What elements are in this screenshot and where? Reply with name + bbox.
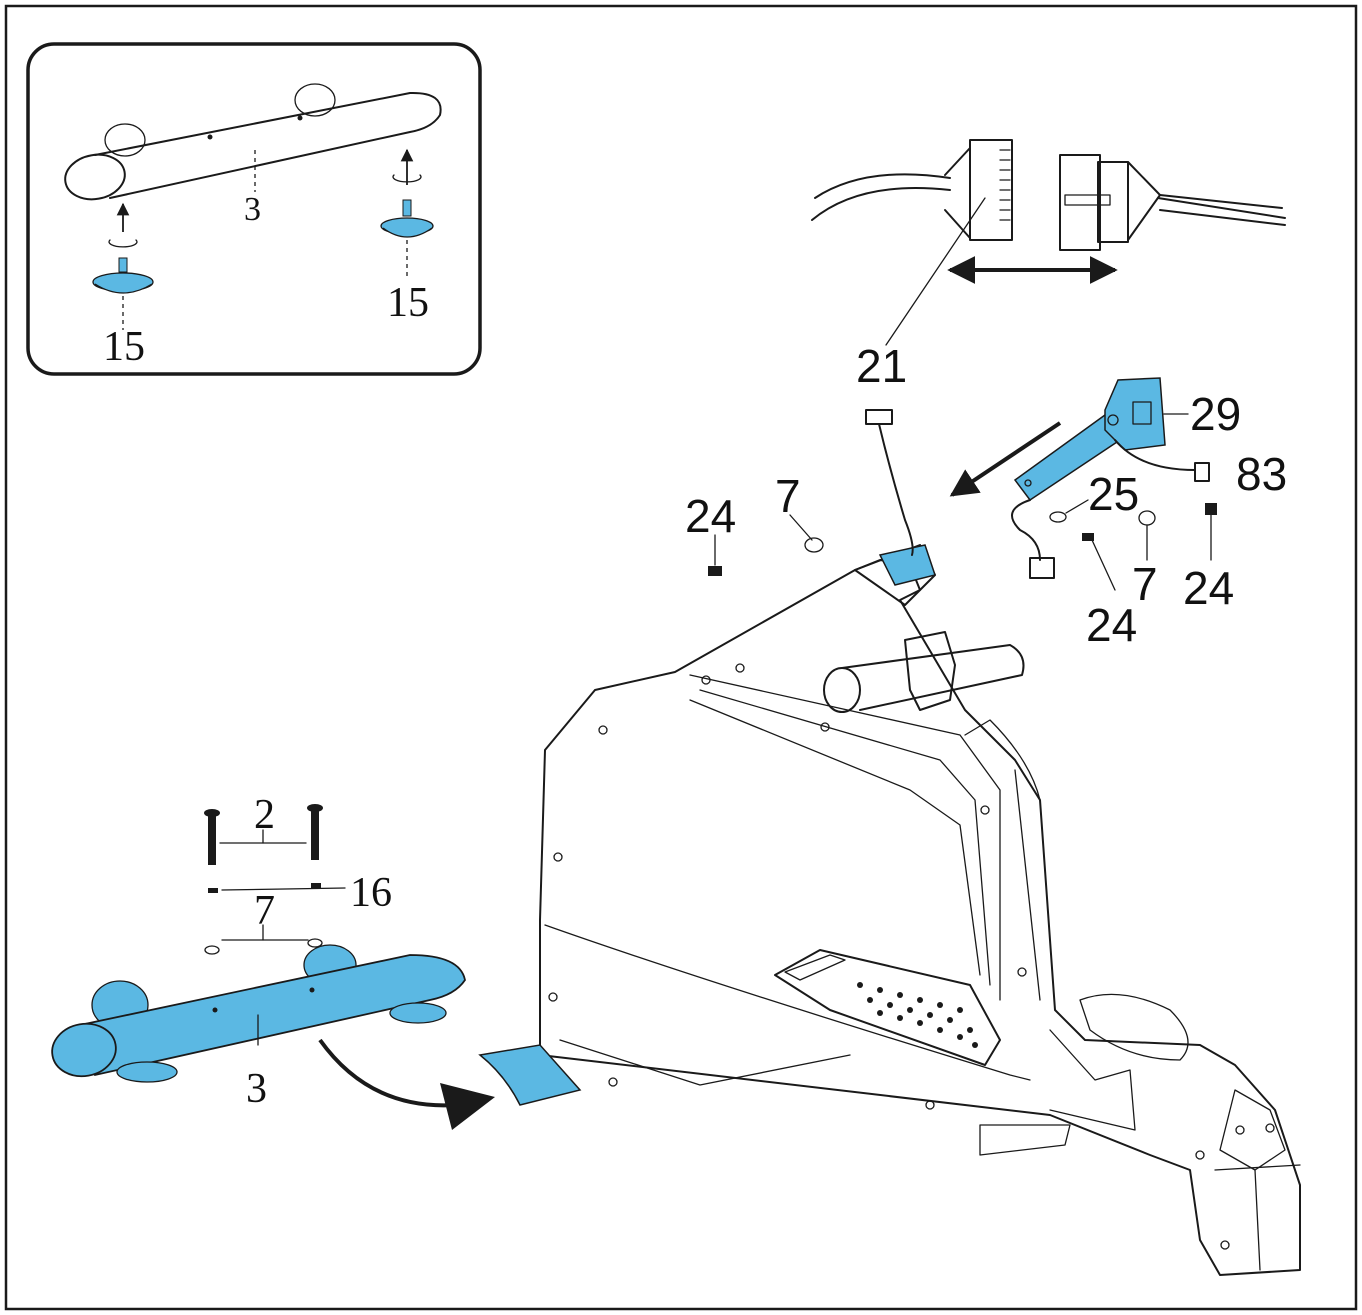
hardware-washer-right-icon bbox=[1138, 510, 1156, 561]
hardware-washer-left-icon bbox=[789, 514, 824, 553]
label-nuts: 16 bbox=[350, 870, 392, 916]
label-connector: 21 bbox=[856, 340, 907, 392]
console-mast-icon bbox=[1011, 377, 1210, 579]
hardware-screw-right-icon bbox=[1205, 503, 1217, 561]
label-screw-lower: 24 bbox=[1086, 599, 1137, 651]
pedal-texture bbox=[857, 982, 978, 1048]
hardware-washer-small-icon bbox=[1049, 499, 1089, 523]
label-inset-tube: 3 bbox=[244, 191, 261, 228]
foot-right-icon bbox=[380, 148, 434, 278]
label-screw-right: 24 bbox=[1183, 562, 1234, 614]
label-stabilizer: 3 bbox=[246, 1066, 267, 1112]
connector-21-icon bbox=[865, 409, 914, 556]
hardware-screw-left-icon bbox=[708, 534, 722, 576]
hardware-screw-lower-icon bbox=[1082, 533, 1116, 591]
label-washer-left: 7 bbox=[775, 470, 801, 522]
label-console-mast: 29 bbox=[1190, 388, 1241, 440]
elliptical-frame bbox=[478, 544, 1301, 1276]
front-stabilizer-icon bbox=[51, 804, 466, 1083]
connector-detail bbox=[811, 139, 1286, 346]
label-screw-left: 24 bbox=[685, 490, 736, 542]
label-inset-foot-right: 15 bbox=[387, 280, 429, 326]
label-inset-foot-left: 15 bbox=[103, 324, 145, 370]
outer-frame bbox=[4, 4, 1358, 1311]
label-bolts: 2 bbox=[254, 792, 275, 838]
label-washer-small: 25 bbox=[1088, 468, 1139, 520]
label-washers: 7 bbox=[254, 888, 275, 934]
label-washer-right: 7 bbox=[1132, 558, 1158, 610]
foot-left-icon bbox=[92, 202, 154, 330]
label-sensor-wire: 83 bbox=[1236, 448, 1287, 500]
inset-detail: 3 15 15 bbox=[26, 42, 482, 376]
